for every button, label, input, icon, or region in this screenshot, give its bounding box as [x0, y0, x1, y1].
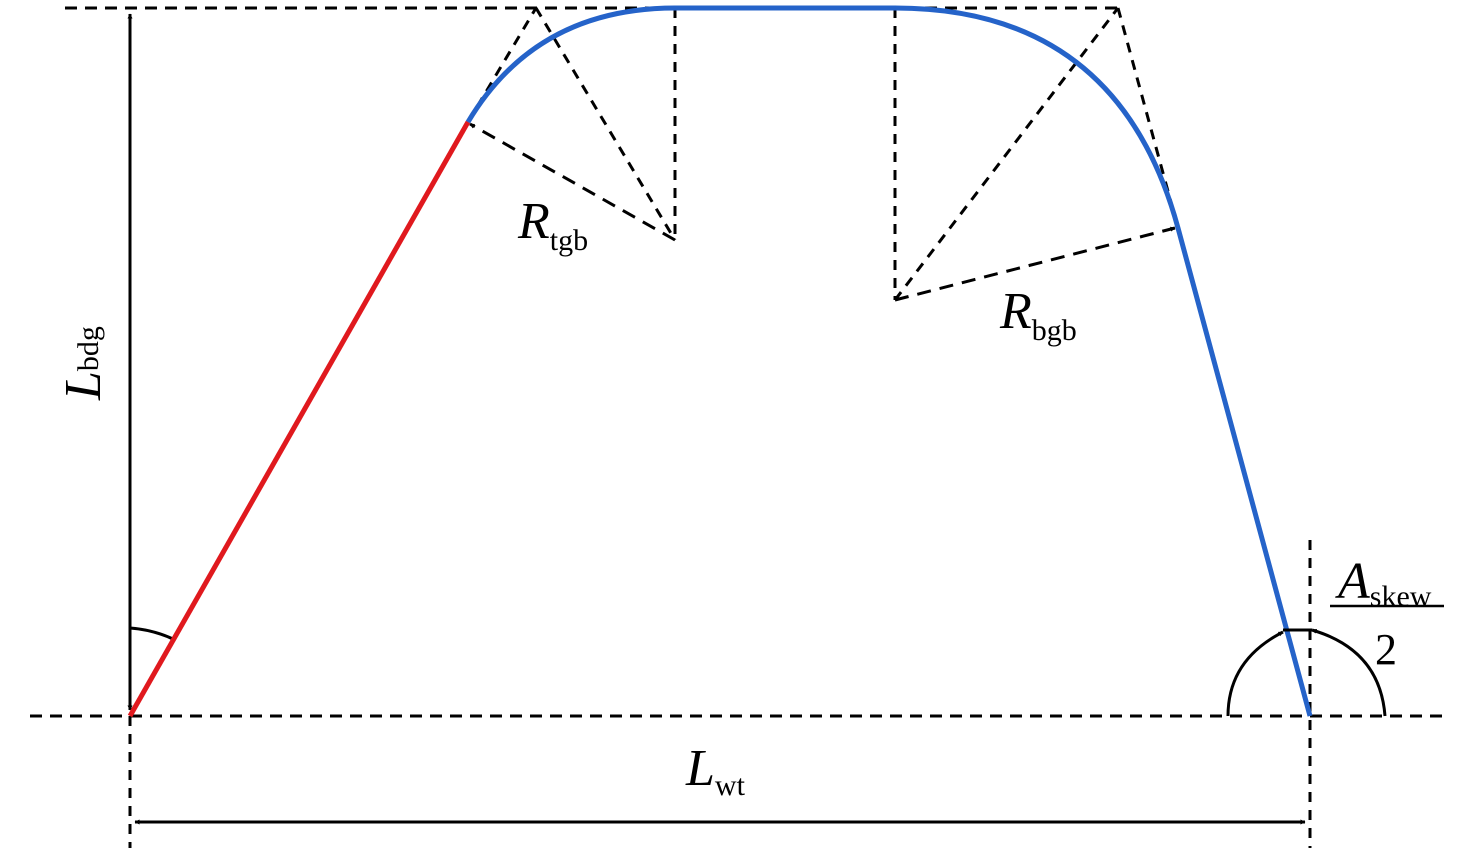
fraction-denominator: 2: [1375, 625, 1397, 674]
svg-text:Lbdg: Lbdg: [55, 326, 112, 401]
label-l-bdg: Lbdg: [55, 326, 112, 401]
radius-tgb-arrow: [469, 122, 676, 242]
radius-bgb-arrow: [894, 226, 1176, 302]
label-r-bgb: Rbgb: [999, 283, 1077, 347]
skew-angle-arc-left: [1226, 630, 1284, 717]
blue-profile-curve: [465, 5, 1313, 717]
skew-angle-arc-right: [1311, 628, 1387, 717]
angle-arc-left: [129, 626, 176, 642]
label-a-skew-fraction: Askew 2: [1330, 553, 1444, 674]
top-fillet-construction: [466, 7, 677, 241]
label-l-wt: Lwt: [685, 740, 746, 802]
label-r-tgb: Rtgb: [517, 193, 588, 257]
svg-text:Askew: Askew: [1335, 553, 1432, 613]
red-straight-segment: [127, 120, 471, 718]
bottom-fillet-construction: [893, 7, 1180, 301]
